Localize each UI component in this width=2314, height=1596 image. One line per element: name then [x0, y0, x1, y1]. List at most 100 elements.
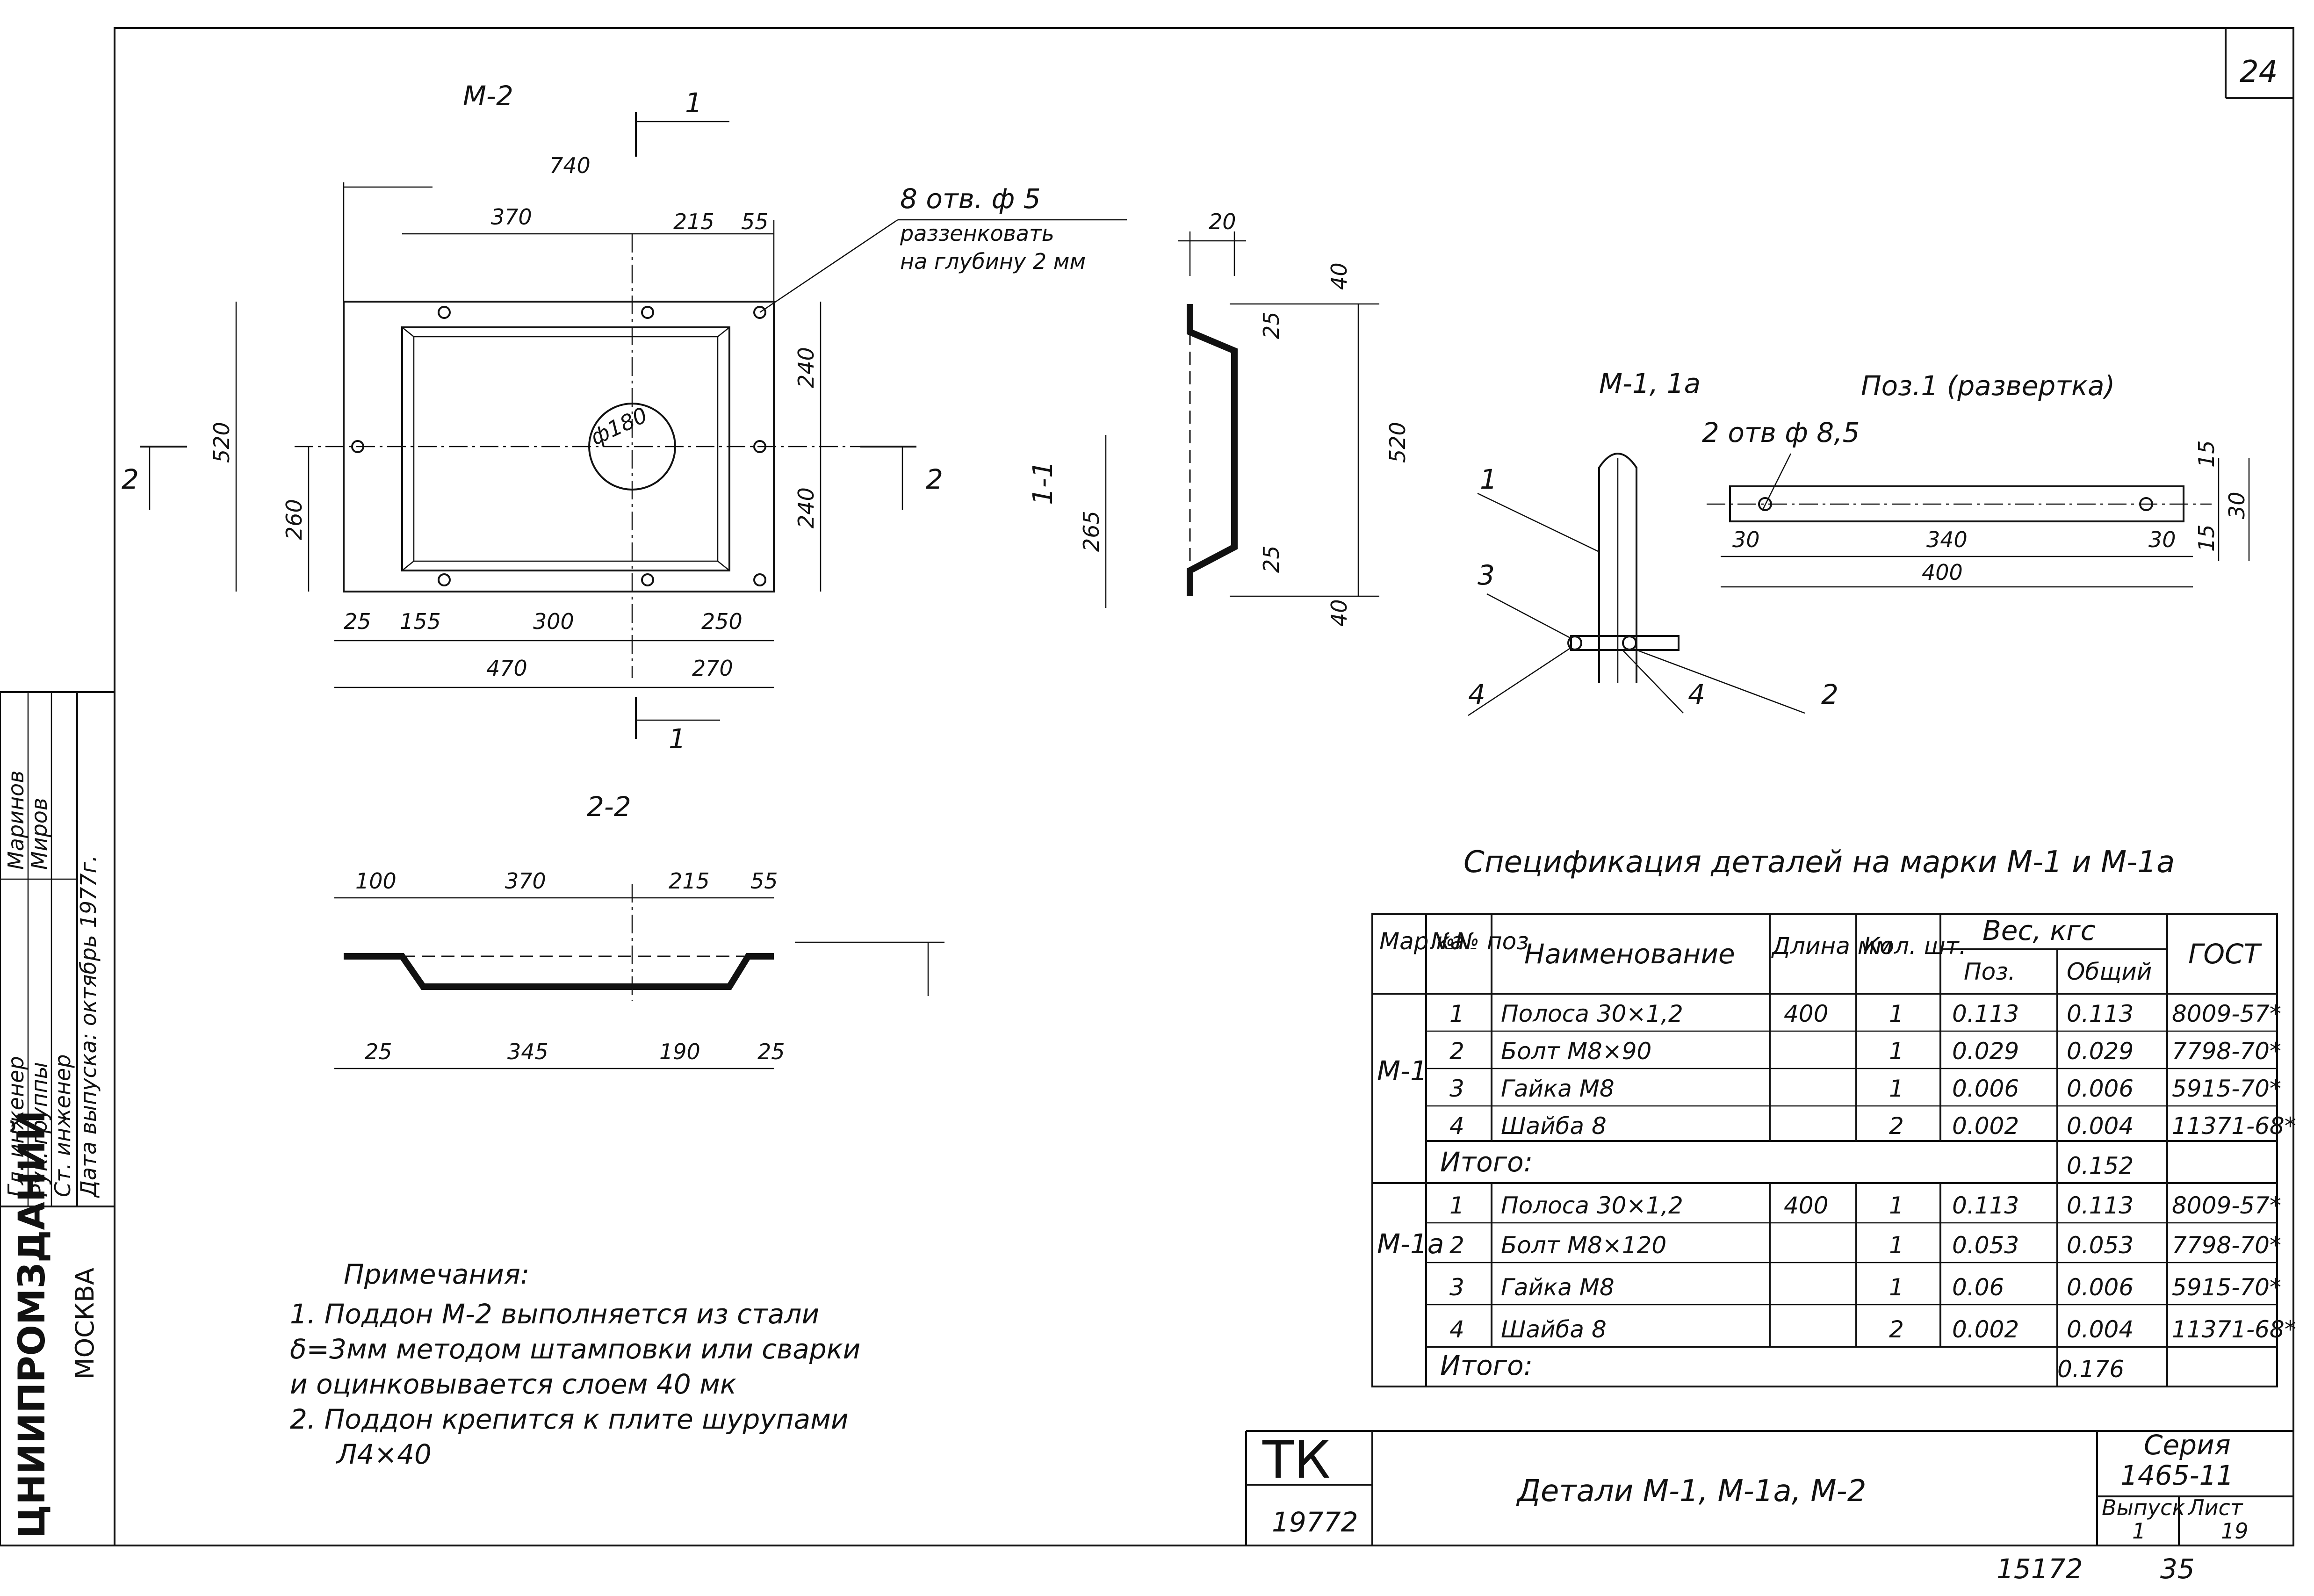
hole-note-1: 8 отв. ф 5 — [900, 183, 1041, 215]
dim-340: 340 — [1926, 527, 1968, 552]
dim-250: 250 — [701, 609, 742, 634]
section-1-1: 1-1 20 40 25 520 265 25 40 — [1027, 209, 1410, 627]
cell-pos: 3 — [1449, 1075, 1464, 1102]
cell-pos: 1 — [1449, 1192, 1464, 1219]
callout-4-right: 4 — [1688, 679, 1705, 710]
title-block: ТК 19772 Детали М-1, М-1а, М-2 Серия 146… — [1245, 1429, 2293, 1545]
dim-215-section: 215 — [669, 868, 710, 894]
dim-55-section: 55 — [750, 868, 778, 894]
cell-gost: 5915-70* — [2172, 1075, 2281, 1102]
cell-wp: 0.113 — [1952, 1192, 2019, 1219]
dim-520-section: 520 — [1385, 422, 1410, 463]
cell-wp: 0.06 — [1952, 1274, 2004, 1301]
cell-len: 400 — [1784, 1000, 1828, 1027]
cut-mark-2-left: 2 — [122, 463, 139, 495]
poz1-title: Поз.1 (развертка) — [1861, 370, 2115, 402]
cell-name: Полоса 30×1,2 — [1501, 1000, 1683, 1027]
dim-25-top: 25 — [1259, 311, 1284, 339]
cell-wt: 0.029 — [2067, 1038, 2134, 1065]
dim-25-bottom: 25 — [1259, 545, 1284, 573]
cell-wt: 0.004 — [2067, 1316, 2134, 1343]
cell-pos: 4 — [1449, 1316, 1464, 1343]
cell-wt: 0.113 — [2067, 1192, 2134, 1219]
cell-qty: 2 — [1889, 1316, 1904, 1343]
cell-qty: 1 — [1889, 1274, 1904, 1301]
cell-wp: 0.002 — [1952, 1316, 2019, 1343]
cell-gost: 5915-70* — [2172, 1274, 2281, 1301]
cell-wp: 0.029 — [1952, 1038, 2019, 1065]
cell-pos: 2 — [1449, 1232, 1464, 1259]
cell-wp: 0.053 — [1952, 1232, 2019, 1259]
note-line-4: 2. Поддон крепится к плите шурупами — [290, 1403, 849, 1435]
section-1-1-title: 1-1 — [1027, 461, 1059, 505]
callout-3: 3 — [1478, 559, 1495, 591]
dim-30-vertical: 30 — [2224, 491, 2249, 519]
dim-240-bottom: 240 — [793, 487, 819, 528]
cut-mark-1-top: 1 — [685, 87, 702, 119]
series-label: Серия — [2144, 1429, 2231, 1461]
dim-300: 300 — [533, 609, 574, 634]
dim-215: 215 — [673, 209, 714, 234]
dim-15-top: 15 — [2194, 440, 2219, 468]
header-pos: №№ поз — [1429, 928, 1529, 955]
header-qty: Кол. шт. — [1863, 932, 1967, 960]
cell-pos: 2 — [1449, 1038, 1464, 1065]
dim-400: 400 — [1922, 560, 1963, 585]
cell-name: Полоса 30×1,2 — [1501, 1192, 1683, 1219]
m1-title: М-1, 1а — [1599, 368, 1701, 399]
group-1-total: 0.152 — [2067, 1152, 2134, 1179]
cell-qty: 1 — [1889, 1192, 1904, 1219]
cell-wt: 0.006 — [2067, 1274, 2134, 1301]
header-weight-pos: Поз. — [1964, 958, 2016, 985]
group-1-total-label: Итого: — [1440, 1146, 1533, 1178]
cell-gost: 8009-57* — [2172, 1000, 2281, 1027]
stamp-role-3: Ст. инженер — [50, 1054, 75, 1197]
section-2-2-title: 2-2 — [587, 791, 631, 823]
header-name: Наименование — [1524, 938, 1735, 970]
dim-270: 270 — [692, 656, 733, 681]
dim-470: 470 — [486, 656, 527, 681]
cell-qty: 1 — [1889, 1075, 1904, 1102]
dim-55: 55 — [741, 209, 769, 234]
stamp-role-1: Гл. инженер — [3, 1056, 29, 1197]
stamp-date: Дата выпуска: октябрь 1977г. — [76, 855, 101, 1198]
stamp-role-2: Рук. группы — [27, 1062, 52, 1197]
sheet-value: 19 — [2221, 1518, 2249, 1544]
header-length: Длина мм — [1771, 932, 1893, 960]
m2-title: М-2 — [463, 80, 513, 112]
stamp-name-1: Маринов — [3, 771, 29, 870]
cell-wp: 0.002 — [1952, 1112, 2019, 1140]
dim-30-left: 30 — [1732, 527, 1760, 552]
group-2-total: 0.176 — [2057, 1356, 2124, 1383]
dim-345: 345 — [507, 1039, 548, 1064]
cell-gost: 11371-68* — [2172, 1316, 2296, 1343]
cell-name: Гайка М8 — [1501, 1274, 1615, 1301]
dim-25: 25 — [344, 609, 371, 634]
notes-title: Примечания: — [344, 1258, 529, 1290]
cell-qty: 1 — [1889, 1232, 1904, 1259]
mounting-holes — [351, 306, 766, 586]
cell-pos: 3 — [1449, 1274, 1464, 1301]
cell-pos: 4 — [1449, 1112, 1464, 1140]
poz1-hole-note: 2 отв ф 8,5 — [1702, 417, 1860, 448]
dim-240-top: 240 — [793, 347, 819, 388]
cell-name: Шайба 8 — [1501, 1112, 1607, 1140]
cell-wp: 0.113 — [1952, 1000, 2019, 1027]
cell-wt: 0.004 — [2067, 1112, 2134, 1140]
footer-number: 15172 — [1997, 1553, 2083, 1585]
dim-100: 100 — [355, 868, 396, 894]
dim-190: 190 — [659, 1039, 700, 1064]
cell-gost: 7798-70* — [2172, 1038, 2281, 1065]
m1-assembly: М-1, 1а 1 3 4 4 2 — [1468, 368, 1838, 716]
note-line-3: и оцинковывается слоем 40 мк — [290, 1368, 736, 1400]
hole-note-2: раззенковать — [900, 221, 1054, 246]
cell-qty: 1 — [1889, 1038, 1904, 1065]
cell-name: Шайба 8 — [1501, 1316, 1607, 1343]
notes: Примечания: 1. Поддон М-2 выполняется из… — [290, 1258, 860, 1470]
issue-label: Выпуск — [2102, 1495, 2185, 1520]
dim-30-right: 30 — [2148, 527, 2176, 552]
section-2-2: 2-2 100 370 215 55 25 345 190 25 — [334, 791, 944, 1069]
dim-370: 370 — [491, 204, 532, 230]
dim-25-s22-right: 25 — [757, 1039, 785, 1064]
